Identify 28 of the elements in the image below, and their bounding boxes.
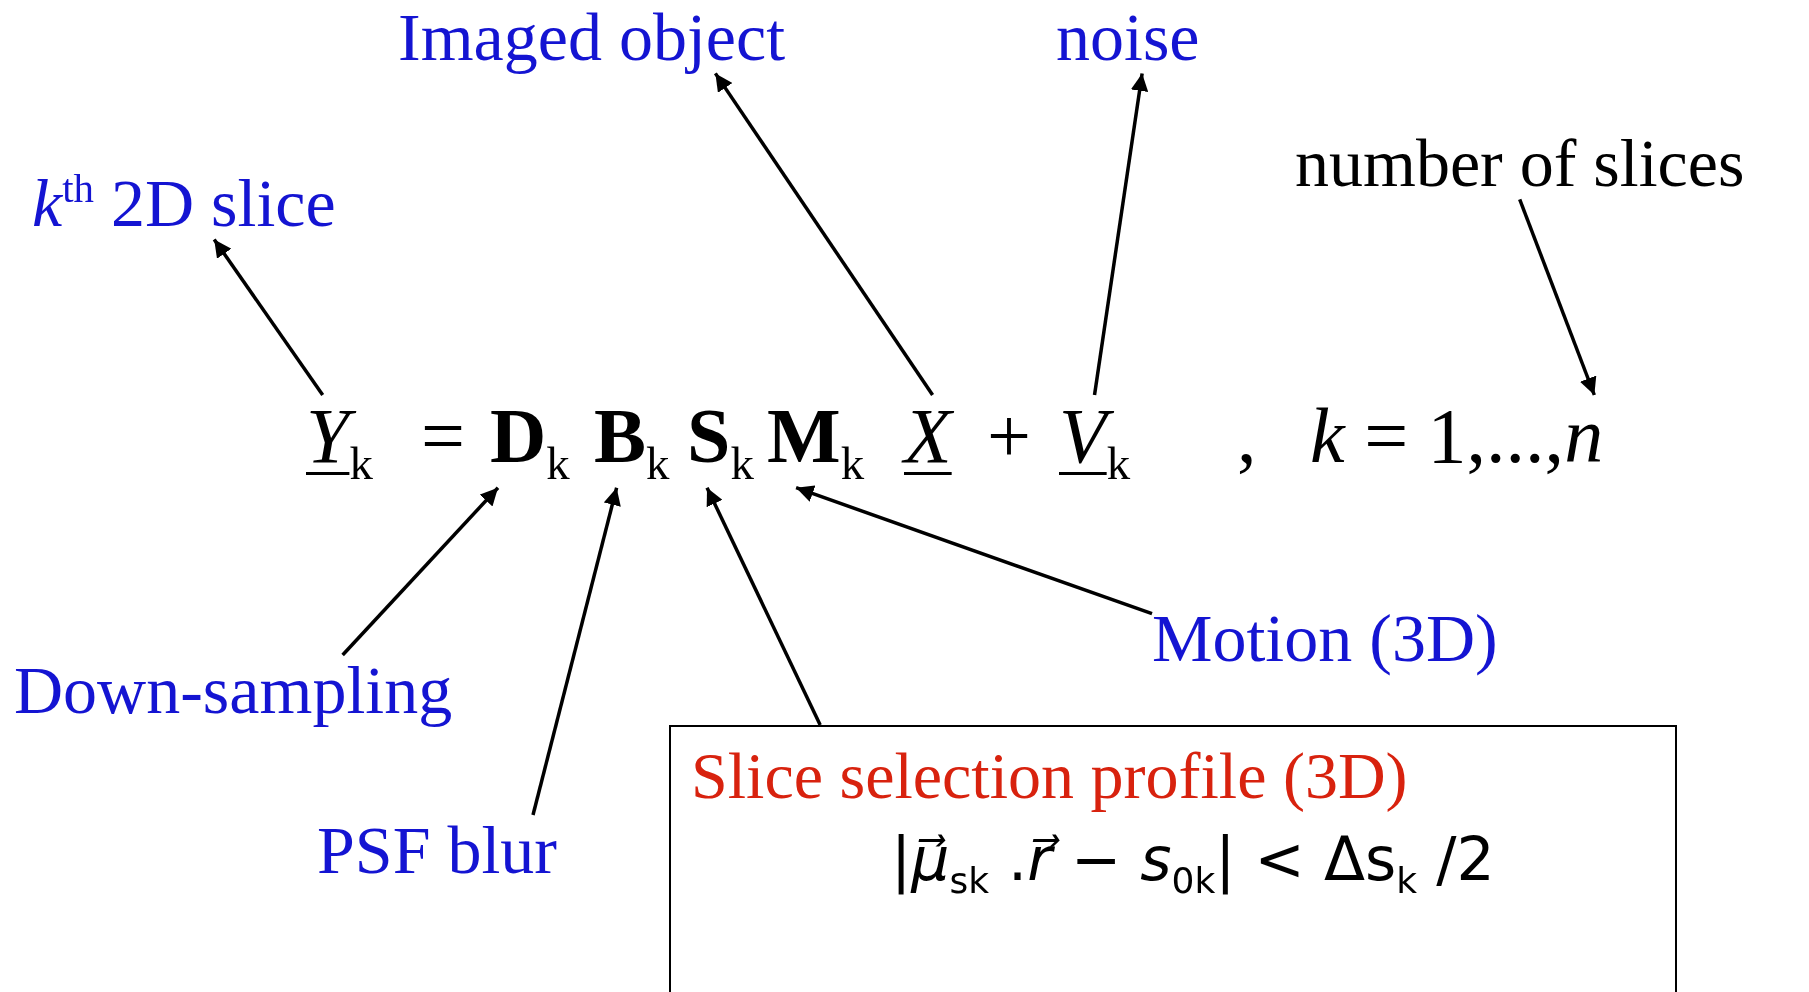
equation-term: S$_{k}$ <box>687 395 754 488</box>
annotation-text: k$^{th}$ 2D slice <box>32 168 336 240</box>
equation-term: Y$_{k}$ <box>306 395 373 488</box>
equation-term: M$_{k}$ <box>767 395 865 488</box>
arrow <box>713 72 935 396</box>
equation-term: k = 1,...,n <box>1310 395 1604 477</box>
annotation-box <box>669 725 1677 992</box>
annotation-text: PSF blur <box>317 815 557 887</box>
arrow <box>212 238 325 396</box>
annotation-text: number of slices <box>1295 128 1745 200</box>
box-title: Slice selection profile (3D) <box>691 741 1409 811</box>
annotation-text: Motion (3D) <box>1152 603 1498 675</box>
formula: |μ⃗$_{sk}$ .r⃗ − s$_{0k}$| < Δs$_{k}$ /2 <box>891 828 1496 901</box>
arrow <box>531 487 621 816</box>
annotation-text: Imaged object <box>398 2 786 74</box>
equation-term: V$_{k}$ <box>1059 395 1131 488</box>
equation-term: D$_{k}$ <box>490 395 570 488</box>
arrow <box>341 486 500 657</box>
equation-symbol: + <box>987 395 1031 477</box>
equation-symbol: , <box>1237 395 1257 477</box>
arrow <box>705 486 822 726</box>
equation-term: B$_{k}$ <box>594 395 670 488</box>
arrow <box>1518 198 1597 396</box>
equation-symbol: = <box>421 395 465 477</box>
arrow <box>795 485 1153 616</box>
annotation-text: noise <box>1056 2 1200 74</box>
arrow <box>1092 73 1149 396</box>
annotation-text: Down-sampling <box>14 655 453 727</box>
